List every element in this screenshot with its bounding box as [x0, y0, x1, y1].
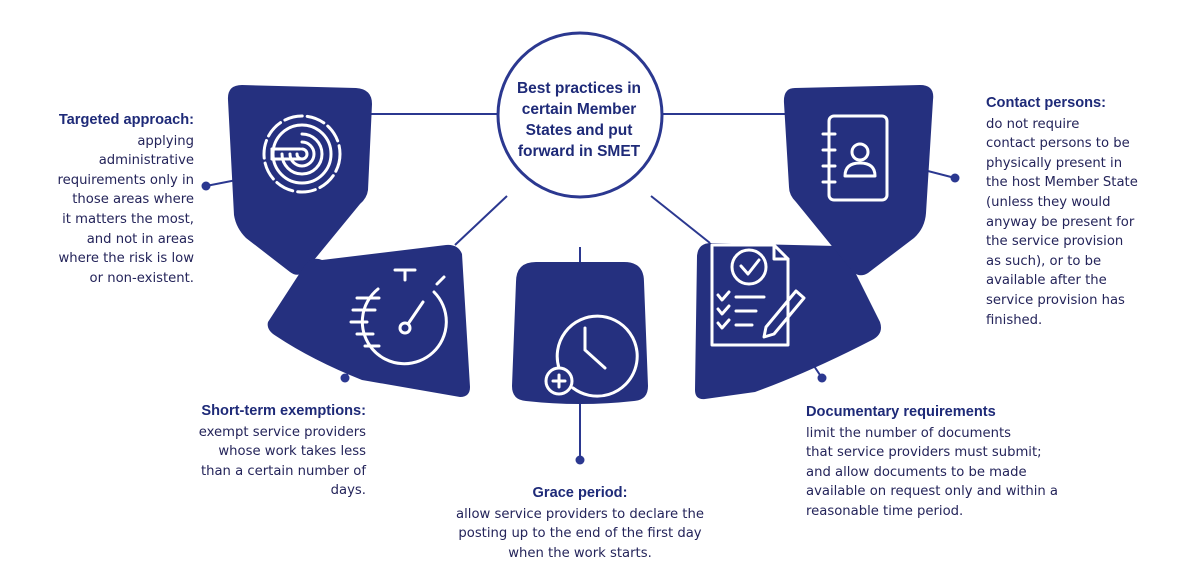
- caption-line: or non-existent.: [89, 270, 194, 286]
- caption-line: that service providers must submit;: [806, 445, 1042, 461]
- clock-plus-icon: [544, 314, 639, 398]
- caption-line: requirements only in: [57, 172, 194, 188]
- caption-line: and allow documents to be made: [806, 464, 1027, 480]
- center-circle: [496, 31, 664, 199]
- segment-panels: [227, 85, 934, 404]
- caption-line: when the work starts.: [508, 545, 652, 561]
- connector-dot: [817, 373, 827, 383]
- connector-dot: [340, 373, 350, 383]
- stopwatch-icon: [349, 268, 448, 366]
- center-label: Best practices in certain Member States …: [490, 78, 668, 162]
- connector-dot: [950, 173, 960, 183]
- target-icon: [262, 114, 342, 194]
- caption-line: reasonable time period.: [806, 503, 964, 519]
- caption-line: the service provision: [986, 234, 1124, 250]
- caption-line: physically present in: [986, 155, 1123, 171]
- connector-line: [454, 195, 508, 246]
- caption-title: Targeted approach:: [58, 112, 194, 128]
- connector-dots: [201, 173, 960, 465]
- caption-line: exempt service providers: [198, 424, 366, 440]
- caption-line: days.: [330, 483, 366, 499]
- caption-line: do not require: [986, 116, 1080, 132]
- caption-line: whose work takes less: [218, 444, 366, 460]
- targeted-panel: [227, 85, 372, 275]
- caption-line: as such), or to be: [986, 253, 1102, 269]
- caption-title: Contact persons:: [986, 95, 1107, 111]
- caption-line: the host Member State: [986, 175, 1138, 191]
- connector-dot: [201, 181, 211, 191]
- caption-line: those areas where: [72, 192, 194, 208]
- short-term-panel: [267, 244, 470, 397]
- contact-panel: [783, 85, 934, 276]
- documentary-requirements-caption: Documentary requirements limit the numbe…: [806, 403, 1126, 522]
- grace-period-caption: Grace period: allow service providers to…: [398, 484, 762, 563]
- caption-line: anyway be present for: [986, 214, 1135, 230]
- caption-line: than a certain number of: [200, 463, 366, 479]
- contact-book-icon: [821, 114, 889, 202]
- targeted-approach-caption: Targeted approach: applying administrati…: [8, 111, 194, 288]
- short-term-exemptions-caption: Short-term exemptions: exempt service pr…: [110, 402, 366, 501]
- caption-line: available on request only and within a: [806, 484, 1059, 500]
- caption-line: allow service providers to declare the: [456, 506, 704, 522]
- center-label-line: certain Member: [521, 101, 637, 118]
- caption-line: administrative: [98, 153, 194, 169]
- caption-title: Documentary requirements: [806, 404, 996, 420]
- caption-title: Short-term exemptions:: [201, 403, 366, 419]
- caption-title: Grace period:: [532, 485, 628, 501]
- contact-persons-caption: Contact persons: do not require contact …: [986, 94, 1196, 330]
- caption-line: it matters the most,: [62, 211, 194, 227]
- center-label-line: States and put: [525, 122, 633, 139]
- caption-line: limit the number of documents: [806, 425, 1012, 441]
- caption-line: applying: [137, 133, 194, 149]
- grace-panel: [512, 262, 648, 404]
- caption-line: available after the: [986, 273, 1107, 289]
- document-checklist-icon: [710, 243, 806, 347]
- caption-line: posting up to the end of the first day: [458, 526, 702, 542]
- caption-line: and not in areas: [86, 231, 194, 247]
- caption-line: where the risk is low: [58, 251, 194, 267]
- connector-dot: [575, 455, 585, 465]
- caption-line: service provision has: [986, 292, 1125, 308]
- center-label-line: Best practices in: [516, 80, 642, 97]
- connector-line: [650, 195, 711, 244]
- center-label-line: forward in SMET: [517, 143, 641, 160]
- caption-line: (unless they would: [986, 194, 1111, 210]
- caption-line: finished.: [986, 312, 1043, 328]
- caption-line: contact persons to be: [986, 136, 1130, 152]
